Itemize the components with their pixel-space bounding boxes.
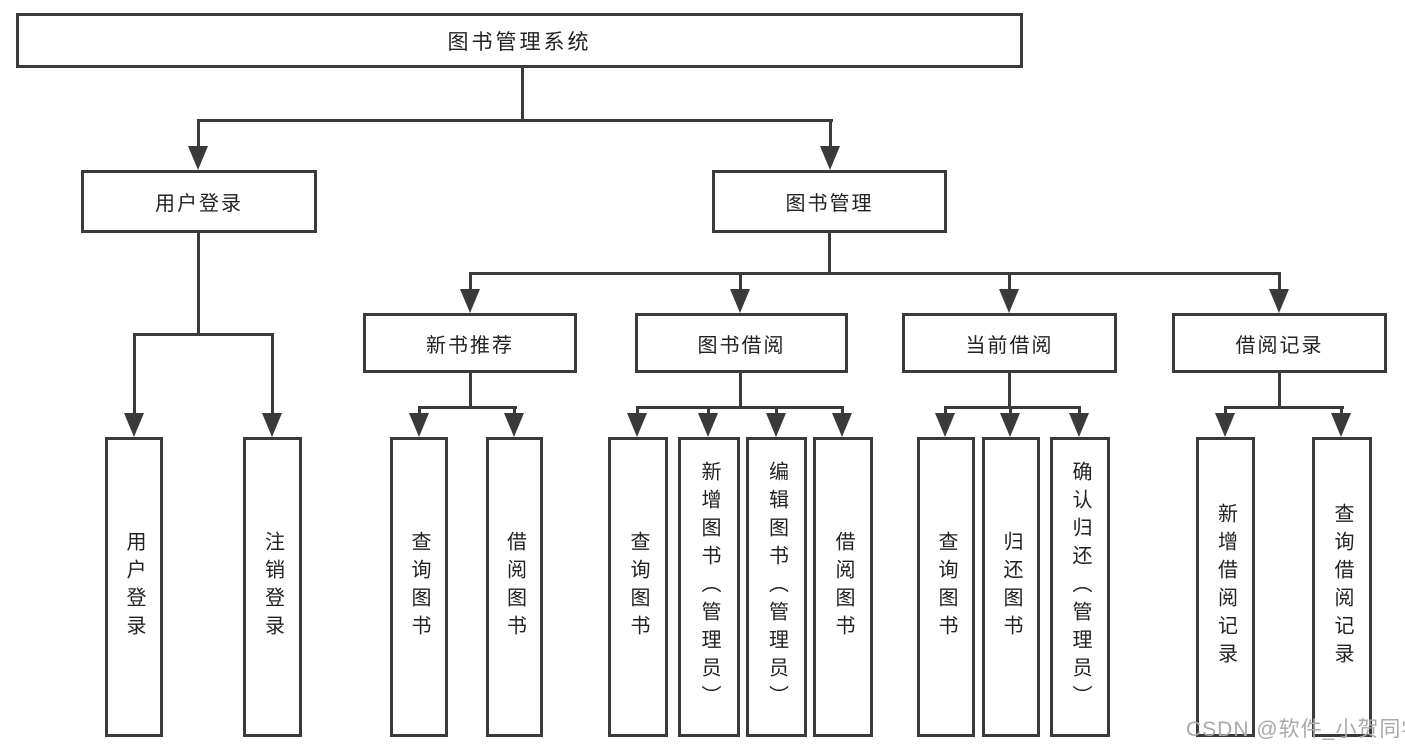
connector-line xyxy=(1340,406,1343,418)
connector-line xyxy=(944,406,947,418)
connector-line xyxy=(637,406,844,409)
arrowhead-down-icon xyxy=(409,413,429,437)
connector-line xyxy=(197,119,833,122)
connector-line xyxy=(521,68,524,121)
leaf-query-books-current: 查询图书 xyxy=(917,437,975,737)
arrowhead-down-icon xyxy=(730,289,750,313)
leaf-label: 借阅图书 xyxy=(832,531,854,643)
arrowhead-down-icon xyxy=(832,413,852,437)
connector-line xyxy=(829,119,832,152)
connector-line xyxy=(775,406,778,418)
csdn-watermark: CSDN @软件_小贺同学 xyxy=(1186,718,1405,741)
connector-line xyxy=(1278,272,1281,292)
leaf-label: 归还图书 xyxy=(1000,531,1022,643)
connector-line xyxy=(1224,406,1227,418)
arrowhead-down-icon xyxy=(999,289,1019,313)
leaf-edit-books-admin: 编辑图书（管理员） xyxy=(746,437,807,737)
leaf-query-borrow-record: 查询借阅记录 xyxy=(1312,437,1372,737)
arrowhead-down-icon xyxy=(1215,413,1235,437)
connector-line xyxy=(418,406,517,409)
connector-line xyxy=(197,119,200,152)
leaf-borrow-books: 借阅图书 xyxy=(813,437,873,737)
leaf-add-books-admin: 新增图书（管理员） xyxy=(678,437,740,737)
connector-line xyxy=(197,233,200,335)
arrowhead-down-icon xyxy=(1000,413,1020,437)
arrowhead-down-icon xyxy=(1269,289,1289,313)
leaf-borrow-books-recommend: 借阅图书 xyxy=(486,437,543,737)
leaf-user-login: 用户登录 xyxy=(105,437,163,737)
connector-line xyxy=(1009,406,1012,418)
node-new-book-recommendation: 新书推荐 xyxy=(363,313,577,373)
node-current-borrowing: 当前借阅 xyxy=(902,313,1117,373)
leaf-label: 编辑图书（管理员） xyxy=(765,461,788,713)
arrowhead-down-icon xyxy=(935,413,955,437)
arrowhead-down-icon xyxy=(262,413,282,437)
leaf-label: 查询图书 xyxy=(408,531,430,643)
connector-line xyxy=(945,406,1081,409)
leaf-query-books-borrow: 查询图书 xyxy=(608,437,668,737)
connector-line xyxy=(133,333,136,415)
connector-line xyxy=(707,406,710,418)
connector-line xyxy=(1008,373,1011,408)
node-book-borrowing: 图书借阅 xyxy=(635,313,848,373)
leaf-add-borrow-record: 新增借阅记录 xyxy=(1196,437,1255,737)
connector-line xyxy=(1078,406,1081,418)
connector-line xyxy=(469,272,1281,275)
arrowhead-down-icon xyxy=(1331,413,1351,437)
arrowhead-down-icon xyxy=(627,413,647,437)
leaf-label: 查询图书 xyxy=(935,531,957,643)
connector-line xyxy=(418,406,421,418)
arrowhead-down-icon xyxy=(504,413,524,437)
arrowhead-down-icon xyxy=(124,413,144,437)
leaf-logout: 注销登录 xyxy=(243,437,302,737)
leaf-confirm-return-admin: 确认归还（管理员） xyxy=(1050,437,1110,737)
arrowhead-down-icon xyxy=(188,146,208,170)
node-book-management: 图书管理 xyxy=(712,170,947,233)
node-borrowing-records: 借阅记录 xyxy=(1172,313,1387,373)
leaf-label: 查询图书 xyxy=(627,531,649,643)
connector-line xyxy=(513,406,516,418)
arrowhead-down-icon xyxy=(698,413,718,437)
connector-line xyxy=(739,272,742,292)
arrowhead-down-icon xyxy=(1069,413,1089,437)
leaf-label: 用户登录 xyxy=(123,531,145,643)
leaf-label: 新增借阅记录 xyxy=(1214,503,1237,671)
leaf-return-books: 归还图书 xyxy=(982,437,1040,737)
arrowhead-down-icon xyxy=(460,289,480,313)
leaf-query-books-recommend: 查询图书 xyxy=(390,437,448,737)
connector-line xyxy=(636,406,639,418)
node-library-management-system: 图书管理系统 xyxy=(16,13,1023,68)
leaf-label: 确认归还（管理员） xyxy=(1069,461,1091,713)
connector-line xyxy=(469,373,472,408)
arrowhead-down-icon xyxy=(766,413,786,437)
arrowhead-down-icon xyxy=(820,146,840,170)
connector-line xyxy=(469,272,472,292)
connector-line xyxy=(1278,373,1281,408)
connector-line xyxy=(828,233,831,274)
leaf-label: 查询借阅记录 xyxy=(1331,503,1353,671)
connector-line xyxy=(739,373,742,408)
connector-line xyxy=(1224,406,1344,409)
leaf-label: 新增图书（管理员） xyxy=(698,461,720,713)
connector-line xyxy=(271,333,274,415)
leaf-label: 借阅图书 xyxy=(503,531,526,643)
connector-line xyxy=(133,333,274,336)
node-user-login: 用户登录 xyxy=(81,170,317,233)
connector-line xyxy=(1008,272,1011,292)
leaf-label: 注销登录 xyxy=(261,531,284,643)
connector-line xyxy=(841,406,844,418)
